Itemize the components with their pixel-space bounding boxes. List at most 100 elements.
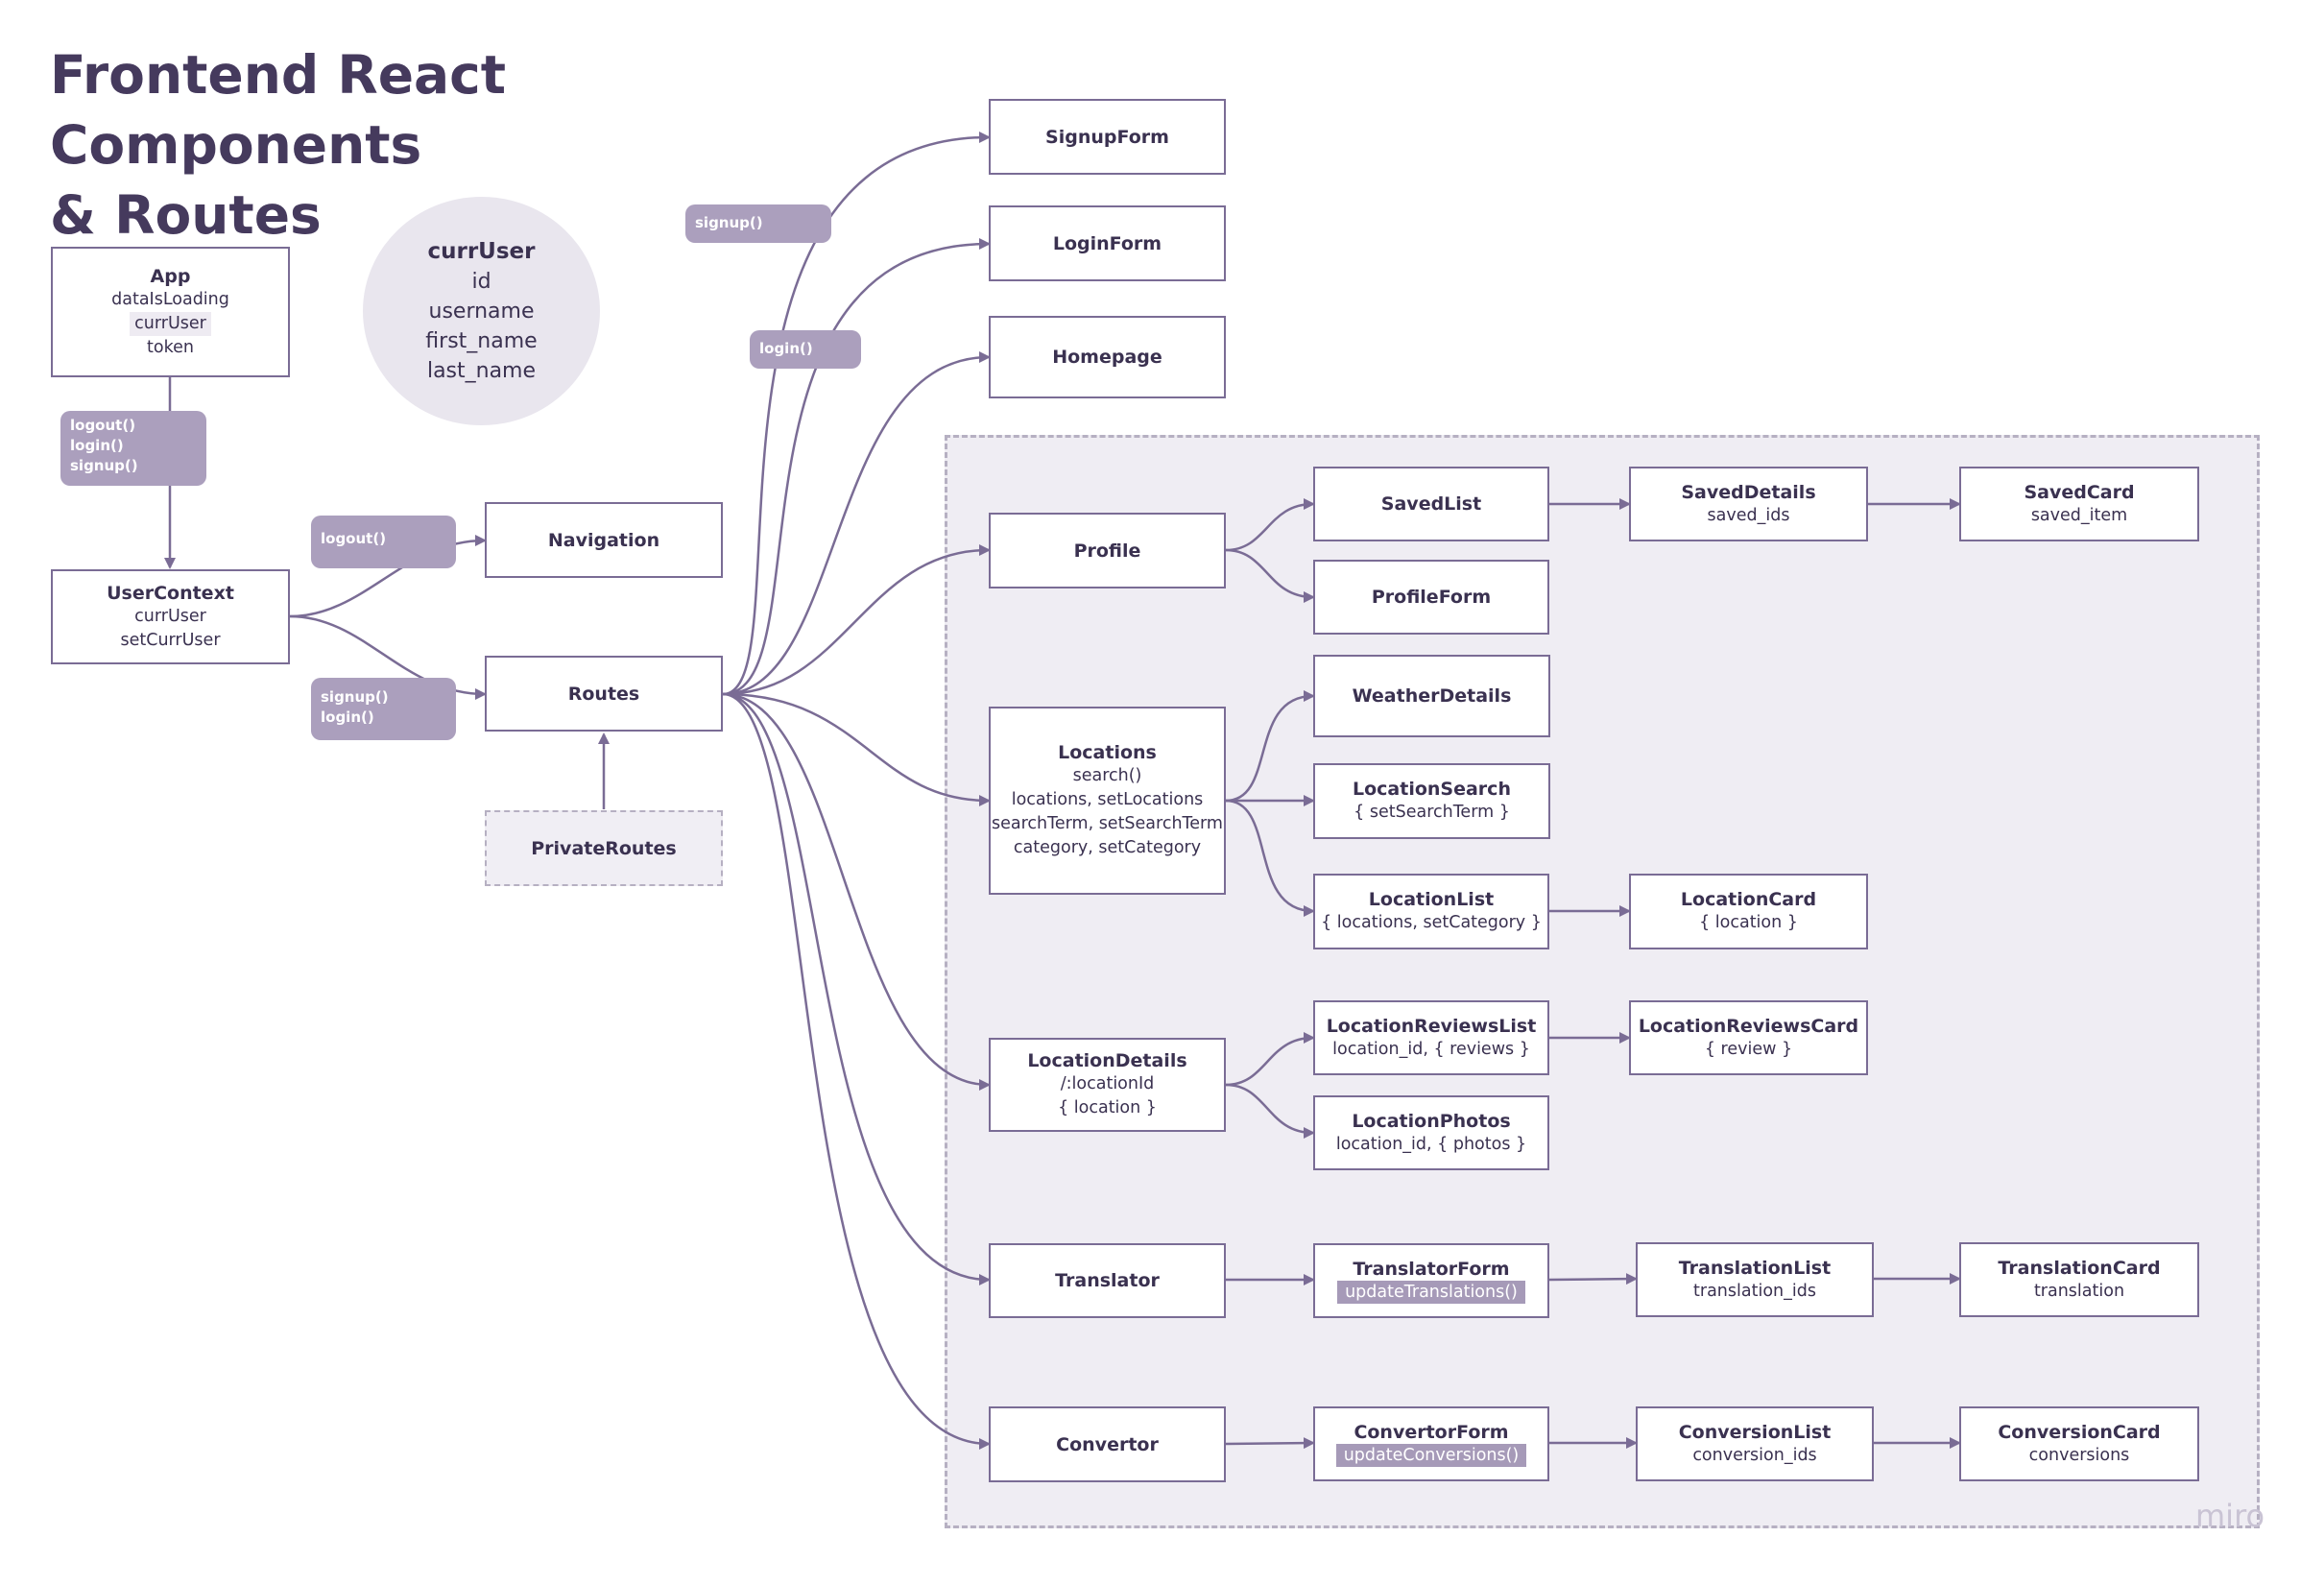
node-homepage[interactable]: Homepage [989, 316, 1226, 398]
private-routes-area [945, 435, 2260, 1528]
node-prop: /:locationId [1060, 1074, 1155, 1093]
node-prop: saved_item [2030, 505, 2128, 525]
edge-locationdetails-photos [1225, 1083, 1315, 1139]
node-prop: translation [2033, 1281, 2125, 1301]
node-convertor[interactable]: Convertor [989, 1406, 1226, 1482]
tag-item: signup() [695, 214, 763, 231]
node-saved-card[interactable]: SavedCard saved_item [1959, 467, 2199, 541]
node-prop: { review } [1704, 1039, 1793, 1059]
node-app[interactable]: App dataIsLoading currUser token [51, 247, 290, 377]
edge-routes-locationdetails [722, 692, 991, 1091]
node-saved-details[interactable]: SavedDetails saved_ids [1629, 467, 1868, 541]
tag-item: signup() [321, 688, 389, 706]
node-name: SavedDetails [1681, 481, 1816, 503]
node-prop: currUser [134, 606, 206, 626]
node-name: LocationSearch [1353, 779, 1511, 800]
tag-item: logout() [321, 530, 387, 547]
node-translator-form[interactable]: TranslatorForm updateTranslations() [1313, 1243, 1549, 1318]
edge-usercontext-navigation [289, 535, 487, 618]
node-prop: setCurrUser [120, 630, 221, 650]
node-profile[interactable]: Profile [989, 513, 1226, 588]
node-translator[interactable]: Translator [989, 1243, 1226, 1318]
edge-routes-homepage [722, 351, 991, 696]
node-location-details[interactable]: LocationDetails /:locationId { location … [989, 1038, 1226, 1132]
node-prop: category, setCategory [1013, 838, 1202, 857]
node-name: Locations [1058, 742, 1157, 763]
node-user-context[interactable]: UserContext currUser setCurrUser [51, 569, 290, 664]
node-name: LocationDetails [1027, 1050, 1187, 1071]
node-name: LocationCard [1680, 889, 1817, 910]
node-location-photos[interactable]: LocationPhotos location_id, { photos } [1313, 1095, 1549, 1170]
node-prop: searchTerm, setSearchTerm [992, 814, 1223, 833]
tag-app-to-context: logout() login() signup() [60, 411, 206, 486]
node-translation-card[interactable]: TranslationCard translation [1959, 1242, 2199, 1317]
node-location-reviews-list[interactable]: LocationReviewsList location_id, { revie… [1313, 1000, 1549, 1075]
node-prop: currUser [130, 311, 211, 336]
node-convertor-form[interactable]: ConvertorForm updateConversions() [1313, 1406, 1549, 1481]
tag-to-signup-form: signup() [685, 204, 831, 243]
node-private-routes[interactable]: PrivateRoutes [485, 810, 723, 886]
curr-user-title: currUser [427, 238, 536, 264]
node-name: LocationList [1368, 889, 1495, 910]
node-name: UserContext [107, 582, 234, 604]
node-prop: location_id, { reviews } [1332, 1039, 1530, 1059]
tag-item: signup() [70, 457, 138, 474]
curr-user-field: username [428, 299, 535, 324]
node-name: ConversionList [1678, 1421, 1832, 1443]
node-name: TranslationList [1678, 1257, 1832, 1279]
node-weather-details[interactable]: WeatherDetails [1313, 655, 1550, 737]
edge-routes-loginform [722, 238, 991, 696]
node-conversion-list[interactable]: ConversionList conversion_ids [1636, 1406, 1874, 1481]
node-name: Routes [567, 683, 640, 705]
edge-profile-profileform [1225, 548, 1315, 603]
tag-to-navigation: logout() [311, 516, 456, 568]
curr-user-field: last_name [426, 358, 537, 383]
node-name: ConversionCard [1998, 1421, 2161, 1443]
node-location-reviews-card[interactable]: LocationReviewsCard { review } [1629, 1000, 1868, 1075]
node-profile-form[interactable]: ProfileForm [1313, 560, 1549, 635]
node-prop: { setSearchTerm } [1354, 803, 1510, 822]
node-prop: { locations, setCategory } [1321, 913, 1542, 932]
node-name: Convertor [1056, 1433, 1159, 1455]
node-locations[interactable]: Locations search() locations, setLocatio… [989, 707, 1226, 895]
edge-routes-translator [722, 692, 991, 1285]
node-name: LocationReviewsList [1326, 1015, 1537, 1037]
node-prop: dataIsLoading [111, 289, 229, 309]
page-title: Frontend React Components & Routes [50, 40, 875, 251]
node-routes[interactable]: Routes [485, 656, 723, 732]
node-prop-highlight: updateTranslations() [1337, 1281, 1525, 1304]
node-name: Navigation [547, 529, 660, 551]
node-saved-list[interactable]: SavedList [1313, 467, 1549, 541]
node-location-card[interactable]: LocationCard { location } [1629, 874, 1868, 949]
tag-item: logout() [70, 417, 136, 434]
node-prop: search() [1072, 766, 1142, 785]
node-prop: location_id, { photos } [1335, 1134, 1527, 1154]
node-name: SavedCard [2024, 481, 2135, 503]
node-login-form[interactable]: LoginForm [989, 205, 1226, 281]
edge-routes-locations [722, 692, 991, 806]
node-prop: locations, setLocations [1011, 790, 1204, 809]
node-name: App [150, 265, 191, 287]
node-name: SignupForm [1045, 126, 1169, 148]
tag-item: login() [759, 340, 813, 357]
node-prop: conversions [2028, 1445, 2130, 1465]
node-prop: translation_ids [1693, 1281, 1816, 1301]
curr-user-field: first_name [425, 328, 538, 353]
node-signup-form[interactable]: SignupForm [989, 99, 1226, 175]
node-name: TranslationCard [1998, 1257, 2161, 1279]
title-line-1: Frontend React Components [50, 44, 507, 176]
edge-routes-profile [722, 544, 991, 696]
node-navigation[interactable]: Navigation [485, 502, 723, 578]
node-translation-list[interactable]: TranslationList translation_ids [1636, 1242, 1874, 1317]
node-conversion-card[interactable]: ConversionCard conversions [1959, 1406, 2199, 1481]
node-name: WeatherDetails [1352, 685, 1512, 707]
node-prop: saved_ids [1707, 505, 1790, 525]
node-location-list[interactable]: LocationList { locations, setCategory } [1313, 874, 1549, 949]
node-name: Profile [1073, 540, 1141, 562]
tag-to-login-form: login() [750, 330, 861, 369]
node-name: TranslatorForm [1353, 1259, 1510, 1280]
node-name: Translator [1055, 1270, 1160, 1291]
node-prop: token [147, 337, 194, 357]
edge-locations-locationlist [1225, 799, 1315, 917]
node-location-search[interactable]: LocationSearch { setSearchTerm } [1313, 763, 1550, 839]
